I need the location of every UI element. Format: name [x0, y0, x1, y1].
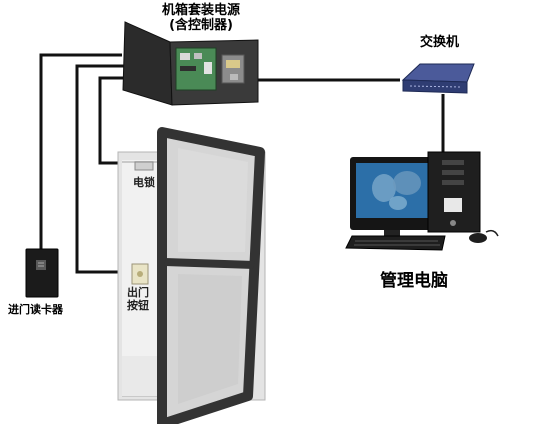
cable-controller-to-card-reader	[39, 53, 122, 250]
management-pc-label: 管理电脑	[380, 271, 448, 291]
switch-label: 交换机	[420, 35, 460, 50]
exit-button-icon	[131, 263, 149, 285]
glass-door-icon	[157, 127, 265, 424]
cable-controller-to-exit-button	[75, 64, 130, 274]
exit-button-label-line2: 按钮	[127, 298, 149, 312]
controller-label-line1: 机箱套装电源	[162, 3, 241, 18]
card-reader-label: 进门读卡器	[8, 303, 63, 316]
controller-enclosure-icon	[122, 21, 259, 106]
controller-label-line2: (含控制器)	[169, 17, 233, 33]
card-reader-icon	[25, 248, 59, 298]
desktop-computer-icon	[345, 151, 499, 251]
electric-lock-icon	[134, 161, 154, 171]
cable-controller-to-lock	[98, 76, 138, 165]
controller-label: 机箱套装电源 (含控制器)	[162, 3, 241, 34]
exit-button-label-line1: 出门	[127, 286, 149, 299]
exit-button-label: 出门 按钮	[127, 286, 149, 312]
lock-label: 电锁	[133, 176, 155, 189]
cables	[39, 53, 445, 274]
network-switch-icon	[401, 63, 475, 94]
